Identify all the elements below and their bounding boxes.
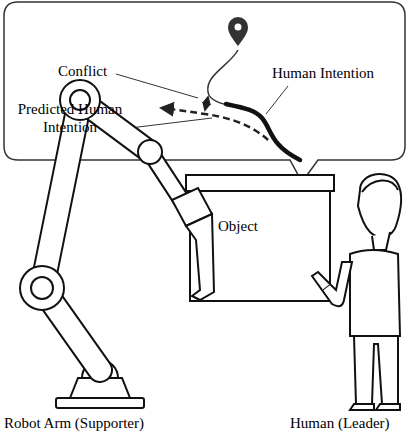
- human-foot: [376, 404, 400, 410]
- robot-joint-inner: [31, 277, 53, 299]
- robot-joint: [138, 140, 162, 164]
- human-legs: [354, 336, 398, 404]
- object-box: Object: [190, 191, 330, 301]
- leader-line: [130, 118, 212, 128]
- robot-gripper: [186, 214, 214, 300]
- leader-line: [266, 86, 288, 114]
- box-lid: [186, 175, 334, 191]
- annotation-label: Human (Leader): [290, 414, 406, 432]
- human-hair: [362, 180, 398, 192]
- human-neck: [372, 232, 390, 250]
- robot-base-plate: [56, 398, 144, 408]
- human-intention-path-thick: [226, 104, 300, 160]
- human-foot: [350, 404, 374, 410]
- human-torso: [350, 250, 400, 336]
- annotation-label: Predicted Human Intention: [8, 100, 132, 136]
- conflict-arrow: [205, 97, 208, 110]
- human-hand: [312, 272, 330, 290]
- annotation-label: Conflict: [58, 62, 128, 80]
- predicted-intention-path: [162, 108, 268, 140]
- human-head: [358, 174, 401, 237]
- leader-line: [116, 74, 198, 98]
- pin-hole: [235, 24, 242, 31]
- box-label: Object: [218, 217, 302, 235]
- robot-joint: [20, 266, 64, 310]
- annotation-label: Robot Arm (Supporter): [4, 414, 184, 432]
- annotation-label: Human Intention: [272, 64, 402, 82]
- location-pin: [228, 17, 248, 46]
